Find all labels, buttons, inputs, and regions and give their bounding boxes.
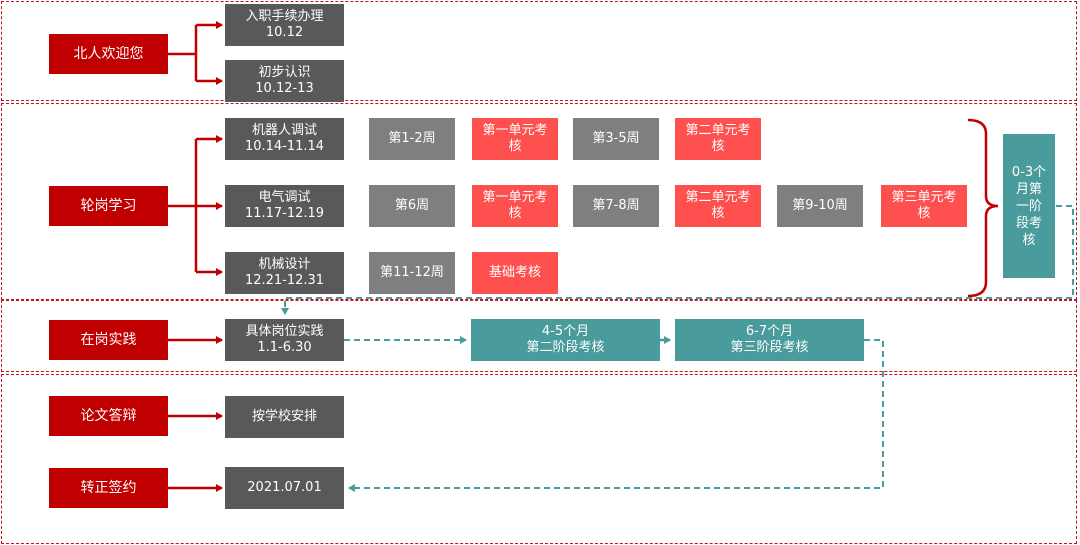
welcome-item: 初步认识 10.12-13 — [225, 60, 344, 102]
rotation-step-week: 第3-5周 — [573, 118, 659, 160]
section-final — [1, 374, 1077, 544]
rotation-task: 电气调试 11.17-12.19 — [225, 185, 344, 227]
welcome-item: 入职手续办理 10.12 — [225, 4, 344, 46]
step-label-2: 核 — [508, 139, 522, 154]
stage1-line: 一阶 — [1015, 198, 1042, 214]
step-label: 第9-10周 — [792, 198, 848, 213]
step-label-2: 核 — [711, 206, 725, 221]
stage3-label: 第三阶段考核 — [730, 340, 809, 355]
rotation-task-name: 机械设计 — [258, 257, 311, 272]
rotation-task: 机器人调试 10.14-11.14 — [225, 118, 344, 160]
rotation-step-exam: 第一单元考 核 — [472, 185, 558, 227]
step-label: 第7-8周 — [592, 198, 640, 213]
onjob-task: 具体岗位实践 1.1-6.30 — [225, 319, 344, 361]
welcome-connector — [168, 21, 223, 85]
step-label: 第三单元考 — [891, 190, 957, 205]
flow-stage3-to-regular — [348, 339, 884, 492]
regular-detail: 2021.07.01 — [225, 467, 344, 509]
rotation-task: 机械设计 12.21-12.31 — [225, 252, 344, 294]
phase-welcome: 北人欢迎您 — [49, 34, 168, 74]
step-label: 第一单元考 — [482, 190, 548, 205]
rotation-step-week: 第11-12周 — [369, 252, 455, 294]
stage2-label: 第二阶段考核 — [526, 340, 605, 355]
step-label-2: 核 — [508, 206, 522, 221]
step-label: 第二单元考 — [685, 190, 751, 205]
step-label: 第二单元考 — [685, 123, 751, 138]
phase-rotation: 轮岗学习 — [49, 186, 168, 226]
onjob-task-name: 具体岗位实践 — [245, 324, 324, 339]
rotation-brace — [967, 118, 999, 298]
phase-thesis: 论文答辩 — [49, 396, 168, 436]
rotation-task-name: 电气调试 — [258, 190, 311, 205]
stage2-assessment: 4-5个月 第二阶段考核 — [471, 319, 660, 361]
flow-stage1-to-onjob — [281, 205, 1074, 315]
welcome-item-date: 10.12 — [265, 25, 304, 40]
section-welcome — [1, 1, 1077, 101]
rotation-step-week: 第7-8周 — [573, 185, 659, 227]
rotation-task-date: 11.17-12.19 — [244, 206, 325, 221]
welcome-item-date: 10.12-13 — [255, 81, 314, 96]
rotation-step-exam: 第二单元考 核 — [675, 118, 761, 160]
rotation-step-exam: 基础考核 — [472, 252, 558, 294]
phase-thesis-label: 论文答辩 — [80, 408, 137, 424]
step-label: 基础考核 — [488, 265, 541, 280]
phase-rotation-label: 轮岗学习 — [80, 198, 137, 214]
thesis-detail: 按学校安排 — [225, 396, 344, 438]
section-rotation — [1, 103, 1077, 300]
stage1-assessment: 0-3个 月第 一阶 段考 核 — [1003, 134, 1055, 278]
stage1-line: 月第 — [1015, 181, 1042, 197]
phase-regular: 转正签约 — [49, 468, 168, 508]
rotation-task-date: 10.14-11.14 — [244, 139, 325, 154]
step-label: 第3-5周 — [592, 131, 640, 146]
onjob-task-date: 1.1-6.30 — [257, 340, 312, 355]
stage1-line: 段考 — [1015, 215, 1042, 231]
rotation-step-week: 第9-10周 — [777, 185, 863, 227]
rotation-step-exam: 第二单元考 核 — [675, 185, 761, 227]
phase-regular-label: 转正签约 — [80, 480, 137, 496]
rotation-task-date: 12.21-12.31 — [244, 273, 325, 288]
stage2-period: 4-5个月 — [541, 324, 590, 339]
phase-onjob: 在岗实践 — [49, 320, 168, 360]
step-label: 第11-12周 — [380, 265, 444, 280]
rotation-step-week: 第6周 — [369, 185, 455, 227]
step-label-2: 核 — [711, 139, 725, 154]
rotation-task-name: 机器人调试 — [251, 123, 317, 138]
phase-onjob-label: 在岗实践 — [80, 332, 137, 348]
step-label: 第一单元考 — [482, 123, 548, 138]
regular-detail-text: 2021.07.01 — [247, 480, 322, 495]
stage1-line: 0-3个 — [1011, 164, 1047, 180]
section-onjob — [1, 300, 1077, 372]
stage3-assessment: 6-7个月 第三阶段考核 — [675, 319, 864, 361]
step-label-2: 核 — [917, 206, 931, 221]
stage3-period: 6-7个月 — [745, 324, 794, 339]
rotation-step-exam: 第一单元考 核 — [472, 118, 558, 160]
welcome-item-name: 初步认识 — [258, 65, 311, 80]
welcome-item-name: 入职手续办理 — [245, 9, 324, 24]
rotation-step-exam: 第三单元考 核 — [881, 185, 967, 227]
step-label: 第1-2周 — [388, 131, 436, 146]
thesis-detail-text: 按学校安排 — [251, 409, 317, 424]
rotation-connector — [168, 135, 223, 276]
step-label: 第6周 — [394, 198, 430, 213]
phase-welcome-label: 北人欢迎您 — [73, 46, 144, 62]
rotation-step-week: 第1-2周 — [369, 118, 455, 160]
stage1-line: 核 — [1022, 232, 1036, 248]
